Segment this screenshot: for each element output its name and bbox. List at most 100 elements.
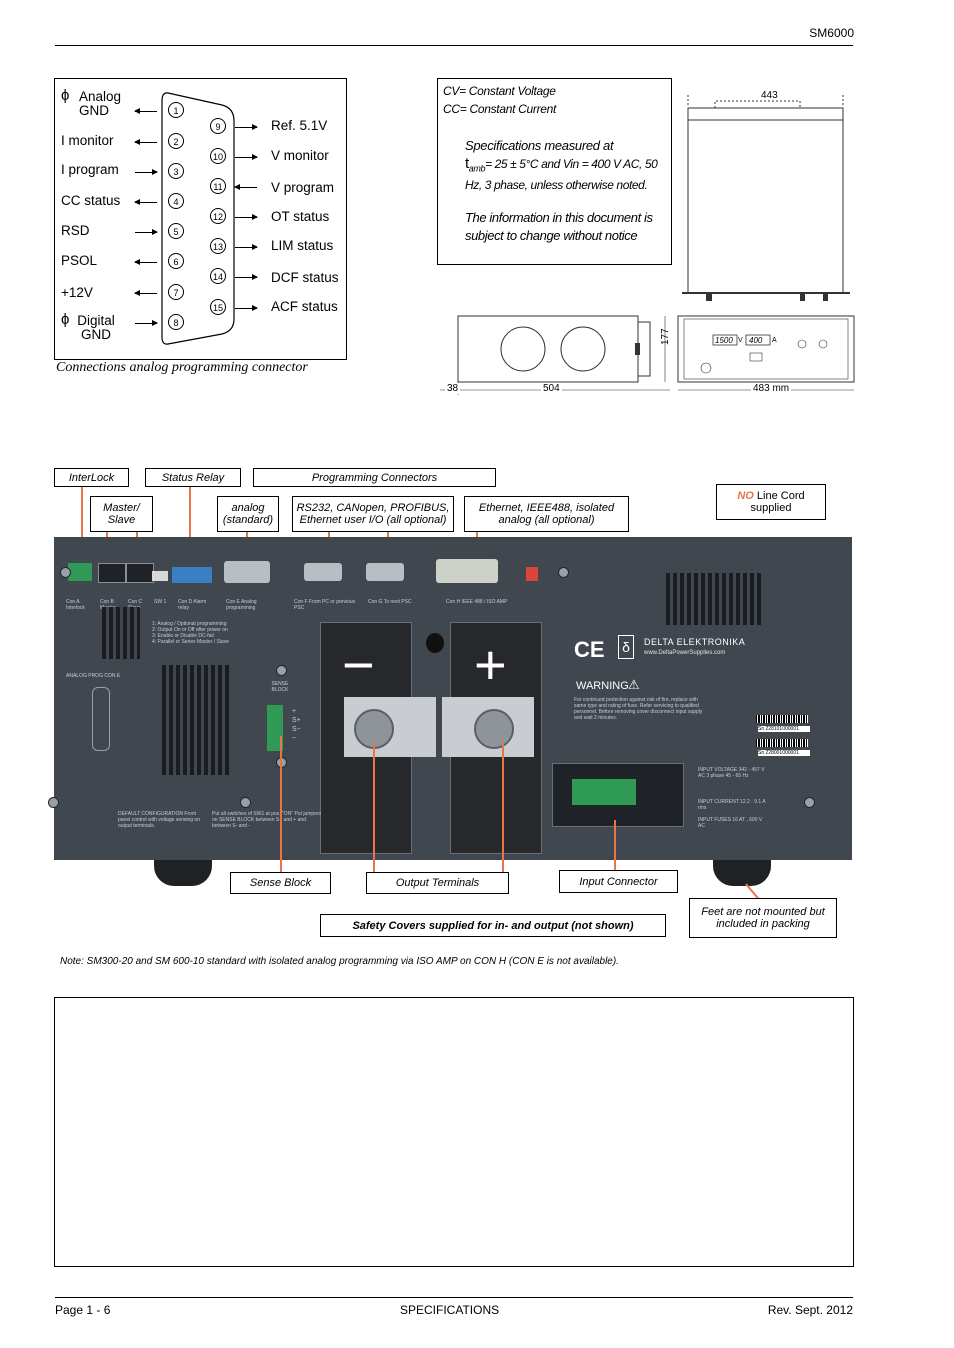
ground-symbol: ϕ	[61, 87, 70, 104]
pin-2: 2	[168, 133, 184, 149]
screw-2	[558, 567, 569, 578]
leader-sense-block	[280, 736, 282, 872]
input-fuses: INPUT FUSES 16 AT , 600 V AC	[698, 817, 763, 829]
callout-feet: Feet are not mounted but included in pac…	[689, 898, 837, 938]
spec-amb: amb	[468, 163, 486, 174]
sw1-switch	[152, 571, 168, 581]
con-d-relay	[172, 567, 212, 583]
brand-web: www.DeltaPowerSupplies.com	[644, 650, 726, 656]
foot-left	[154, 860, 212, 886]
analog-prog-label: ANALOG PROG CON E	[66, 673, 121, 679]
con-b-jack	[98, 563, 126, 583]
callout-output-terminals: Output Terminals	[366, 872, 509, 894]
delta-logo-icon: δ	[618, 635, 634, 659]
arrow-pin-7	[134, 290, 157, 296]
pin-label-lim-status: LIM status	[271, 238, 334, 253]
screw-1	[60, 567, 71, 578]
pin-label-rsd: RSD	[61, 223, 90, 238]
brand-name: DELTA ELEKTRONIKA	[644, 637, 746, 647]
connector-diagram: 1 2 3 4 5 6 7 8 9 10 11 12 13 14 15 ϕ An…	[54, 78, 347, 360]
ground-stud	[426, 633, 444, 653]
con-f-dsub	[304, 563, 342, 581]
document-model: SM6000	[809, 26, 854, 40]
connector-caption: Connections analog programming connector	[56, 360, 308, 375]
display-unit-v: V	[738, 337, 743, 344]
foot-right	[713, 860, 771, 886]
screw-3	[240, 797, 251, 808]
dim-front-width: 483 mm	[751, 383, 792, 394]
footer-page: Page 1 - 6	[55, 1303, 111, 1317]
ce-mark: CE	[574, 637, 605, 662]
callout-interlock: InterLock	[54, 468, 129, 487]
pin-15: 15	[210, 299, 226, 315]
arrow-pin-15	[235, 305, 258, 311]
spec-notice: The information in this document is subj…	[465, 210, 653, 243]
arrow-pin-14	[235, 274, 258, 280]
pin-3: 3	[168, 163, 184, 179]
pin-4: 4	[168, 193, 184, 209]
spec-cv: CV= Constant Voltage	[443, 84, 556, 98]
pin-7: 7	[168, 284, 184, 300]
blank-frame	[54, 997, 854, 1267]
con-c-jack	[126, 563, 154, 583]
warning-title: WARNING	[576, 680, 629, 692]
spec-cc: CC= Constant Current	[443, 102, 557, 116]
pin-9: 9	[210, 118, 226, 134]
footer-section: SPECIFICATIONS	[400, 1303, 500, 1317]
callout-ethernet: Ethernet, IEEE488, isolated analog (all …	[464, 496, 629, 532]
sense-pin-minus: −	[292, 735, 297, 742]
line-cord-label: Line Cord supplied	[750, 490, 805, 514]
con-h-ieee	[436, 559, 498, 583]
warning-icon: ⚠	[628, 677, 640, 692]
bolt-plus	[474, 709, 514, 749]
dim-top-width: 443	[761, 90, 778, 101]
input-connector-terminal	[572, 779, 636, 805]
input-current: INPUT CURRENT 12.2 - 9.1 A rms	[698, 799, 766, 811]
put-all-switches: Put all switches of SW1 at pos. "ON" Put…	[212, 811, 322, 829]
label-con-d: Con D Alarm relay	[178, 599, 207, 611]
pin-label-analog-gnd: Analog GND	[79, 89, 122, 118]
callout-programming-connectors: Programming Connectors	[253, 468, 496, 487]
pin-5: 5	[168, 223, 184, 239]
pin-label-i-program: I program	[61, 162, 119, 177]
pin-11: 11	[210, 178, 226, 194]
sense-label: SENSE BLOCK	[271, 681, 289, 693]
label-con-e: Con E Analog programming	[226, 599, 257, 611]
pin-label-ref: Ref. 5.1V	[271, 118, 328, 133]
arrow-pin-12	[235, 214, 258, 220]
callout-status-relay: Status Relay	[145, 468, 241, 487]
pin-label-i-monitor: I monitor	[61, 133, 114, 148]
con-e-dsub	[224, 561, 270, 583]
screw-7	[48, 797, 59, 808]
pin-14: 14	[210, 268, 226, 284]
sw-item-4: 4: Parallel or Series Master / Slave	[152, 639, 229, 645]
screw-5	[276, 665, 287, 676]
no-label: NO	[737, 490, 754, 502]
pin-label-acf-status: ACF status	[271, 299, 338, 314]
vent-top-left	[102, 607, 140, 659]
note-text: Note: SM300-20 and SM 600-10 standard wi…	[60, 956, 619, 967]
con-a-terminal	[68, 563, 92, 581]
output-minus-sign: −	[342, 633, 375, 696]
pin-12: 12	[210, 208, 226, 224]
arrow-pin-2	[134, 139, 157, 145]
label-con-h: Con H IEEE 488 / ISO AMP	[446, 599, 508, 605]
leader-interlock	[81, 487, 83, 553]
leader-output-minus	[373, 742, 375, 872]
arrow-pin-10	[235, 154, 258, 160]
label-con-f: Con F From PC or previous PSC	[294, 599, 356, 611]
con-g-dsub	[366, 563, 404, 581]
sw-item-1: 1: Analog / Optional programming	[152, 621, 227, 627]
pin-13: 13	[210, 238, 226, 254]
label-con-g: Con G To next PSC	[368, 599, 412, 605]
header-rule	[55, 45, 853, 46]
pin-label-dcf-status: DCF status	[271, 270, 339, 285]
output-plus-sign: +	[474, 633, 507, 696]
display-unit-a: A	[772, 337, 777, 344]
leader-input-connector	[614, 820, 616, 870]
arrow-pin-6	[134, 259, 157, 265]
arrow-pin-11	[234, 184, 257, 190]
input-voltage: INPUT VOLTAGE 342 - 457 V AC 3 phase 45 …	[698, 767, 765, 779]
barcode-1	[756, 715, 808, 723]
vent-top-right	[666, 573, 764, 625]
